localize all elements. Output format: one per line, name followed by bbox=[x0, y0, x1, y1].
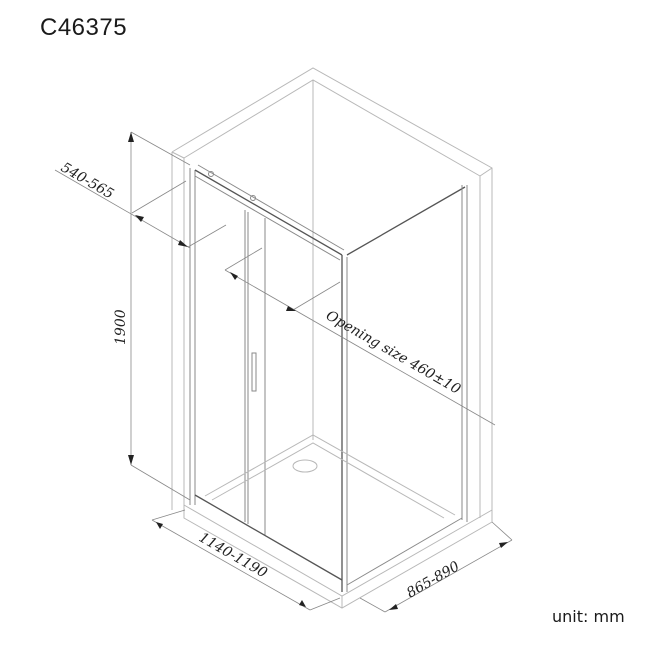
height-label: 1900 bbox=[113, 309, 129, 345]
unit-label: unit: mm bbox=[552, 607, 625, 626]
opening-size-label: Opening size 460±10 bbox=[323, 308, 463, 398]
back-walls bbox=[171, 67, 493, 520]
dimension-opening bbox=[224, 247, 496, 426]
side-depth-label: 865-890 bbox=[404, 558, 462, 601]
depth-top-label: 540-565 bbox=[58, 160, 116, 203]
side-panel bbox=[346, 185, 468, 586]
dimension-height bbox=[128, 131, 191, 501]
dimension-side bbox=[359, 521, 513, 613]
shower-tray bbox=[183, 434, 493, 609]
door-handle bbox=[251, 352, 257, 392]
dimension-width bbox=[151, 509, 341, 611]
dimension-depth-top bbox=[54, 169, 227, 249]
drain-icon bbox=[292, 459, 318, 473]
model-number: C46375 bbox=[40, 14, 128, 41]
sliding-door-panel bbox=[189, 164, 348, 592]
width-label: 1140-1190 bbox=[196, 530, 270, 582]
